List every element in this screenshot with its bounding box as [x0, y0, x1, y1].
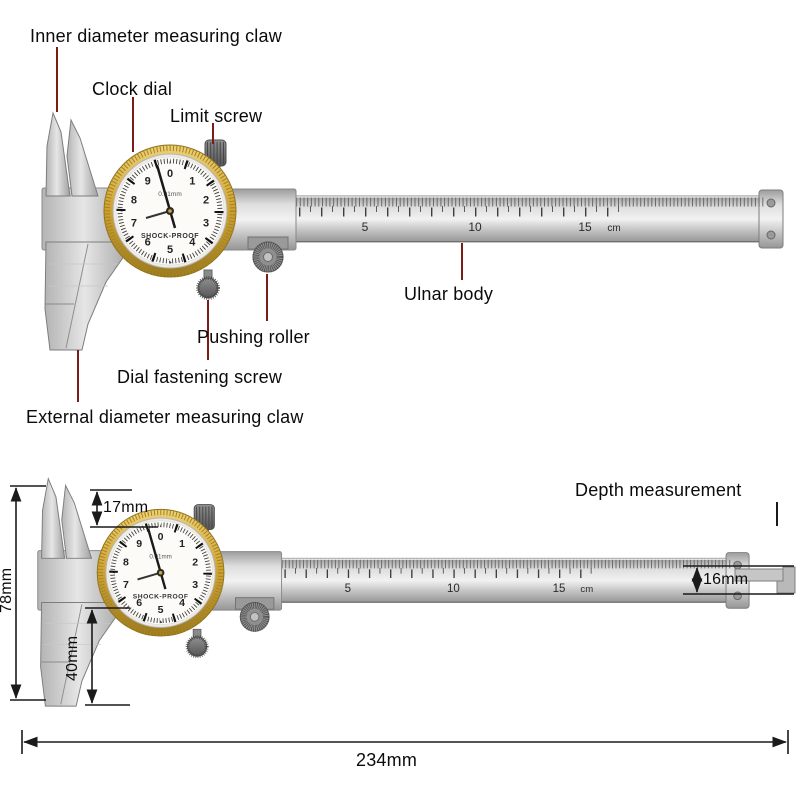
label-pushing-roller: Pushing roller: [197, 327, 310, 347]
dim-234mm: 234mm: [356, 750, 418, 770]
label-depth-measurement: Depth measurement: [575, 480, 742, 500]
caliper-drawing-top: [30, 104, 790, 354]
dim-40mm: 40mm: [64, 635, 81, 681]
label-limit-screw: Limit screw: [170, 106, 263, 126]
dim-78mm: 78mm: [0, 567, 15, 613]
label-inner-diameter-claw: Inner diameter measuring claw: [30, 26, 282, 46]
label-dial-fastening-screw: Dial fastening screw: [117, 367, 283, 387]
dim-16mm: 16mm: [703, 571, 749, 588]
dim-17mm: 17mm: [103, 499, 149, 516]
label-clock-dial: Clock dial: [92, 79, 173, 99]
label-external-diameter-claw: External diameter measuring claw: [26, 407, 304, 427]
label-ulnar-body: Ulnar body: [404, 284, 494, 304]
